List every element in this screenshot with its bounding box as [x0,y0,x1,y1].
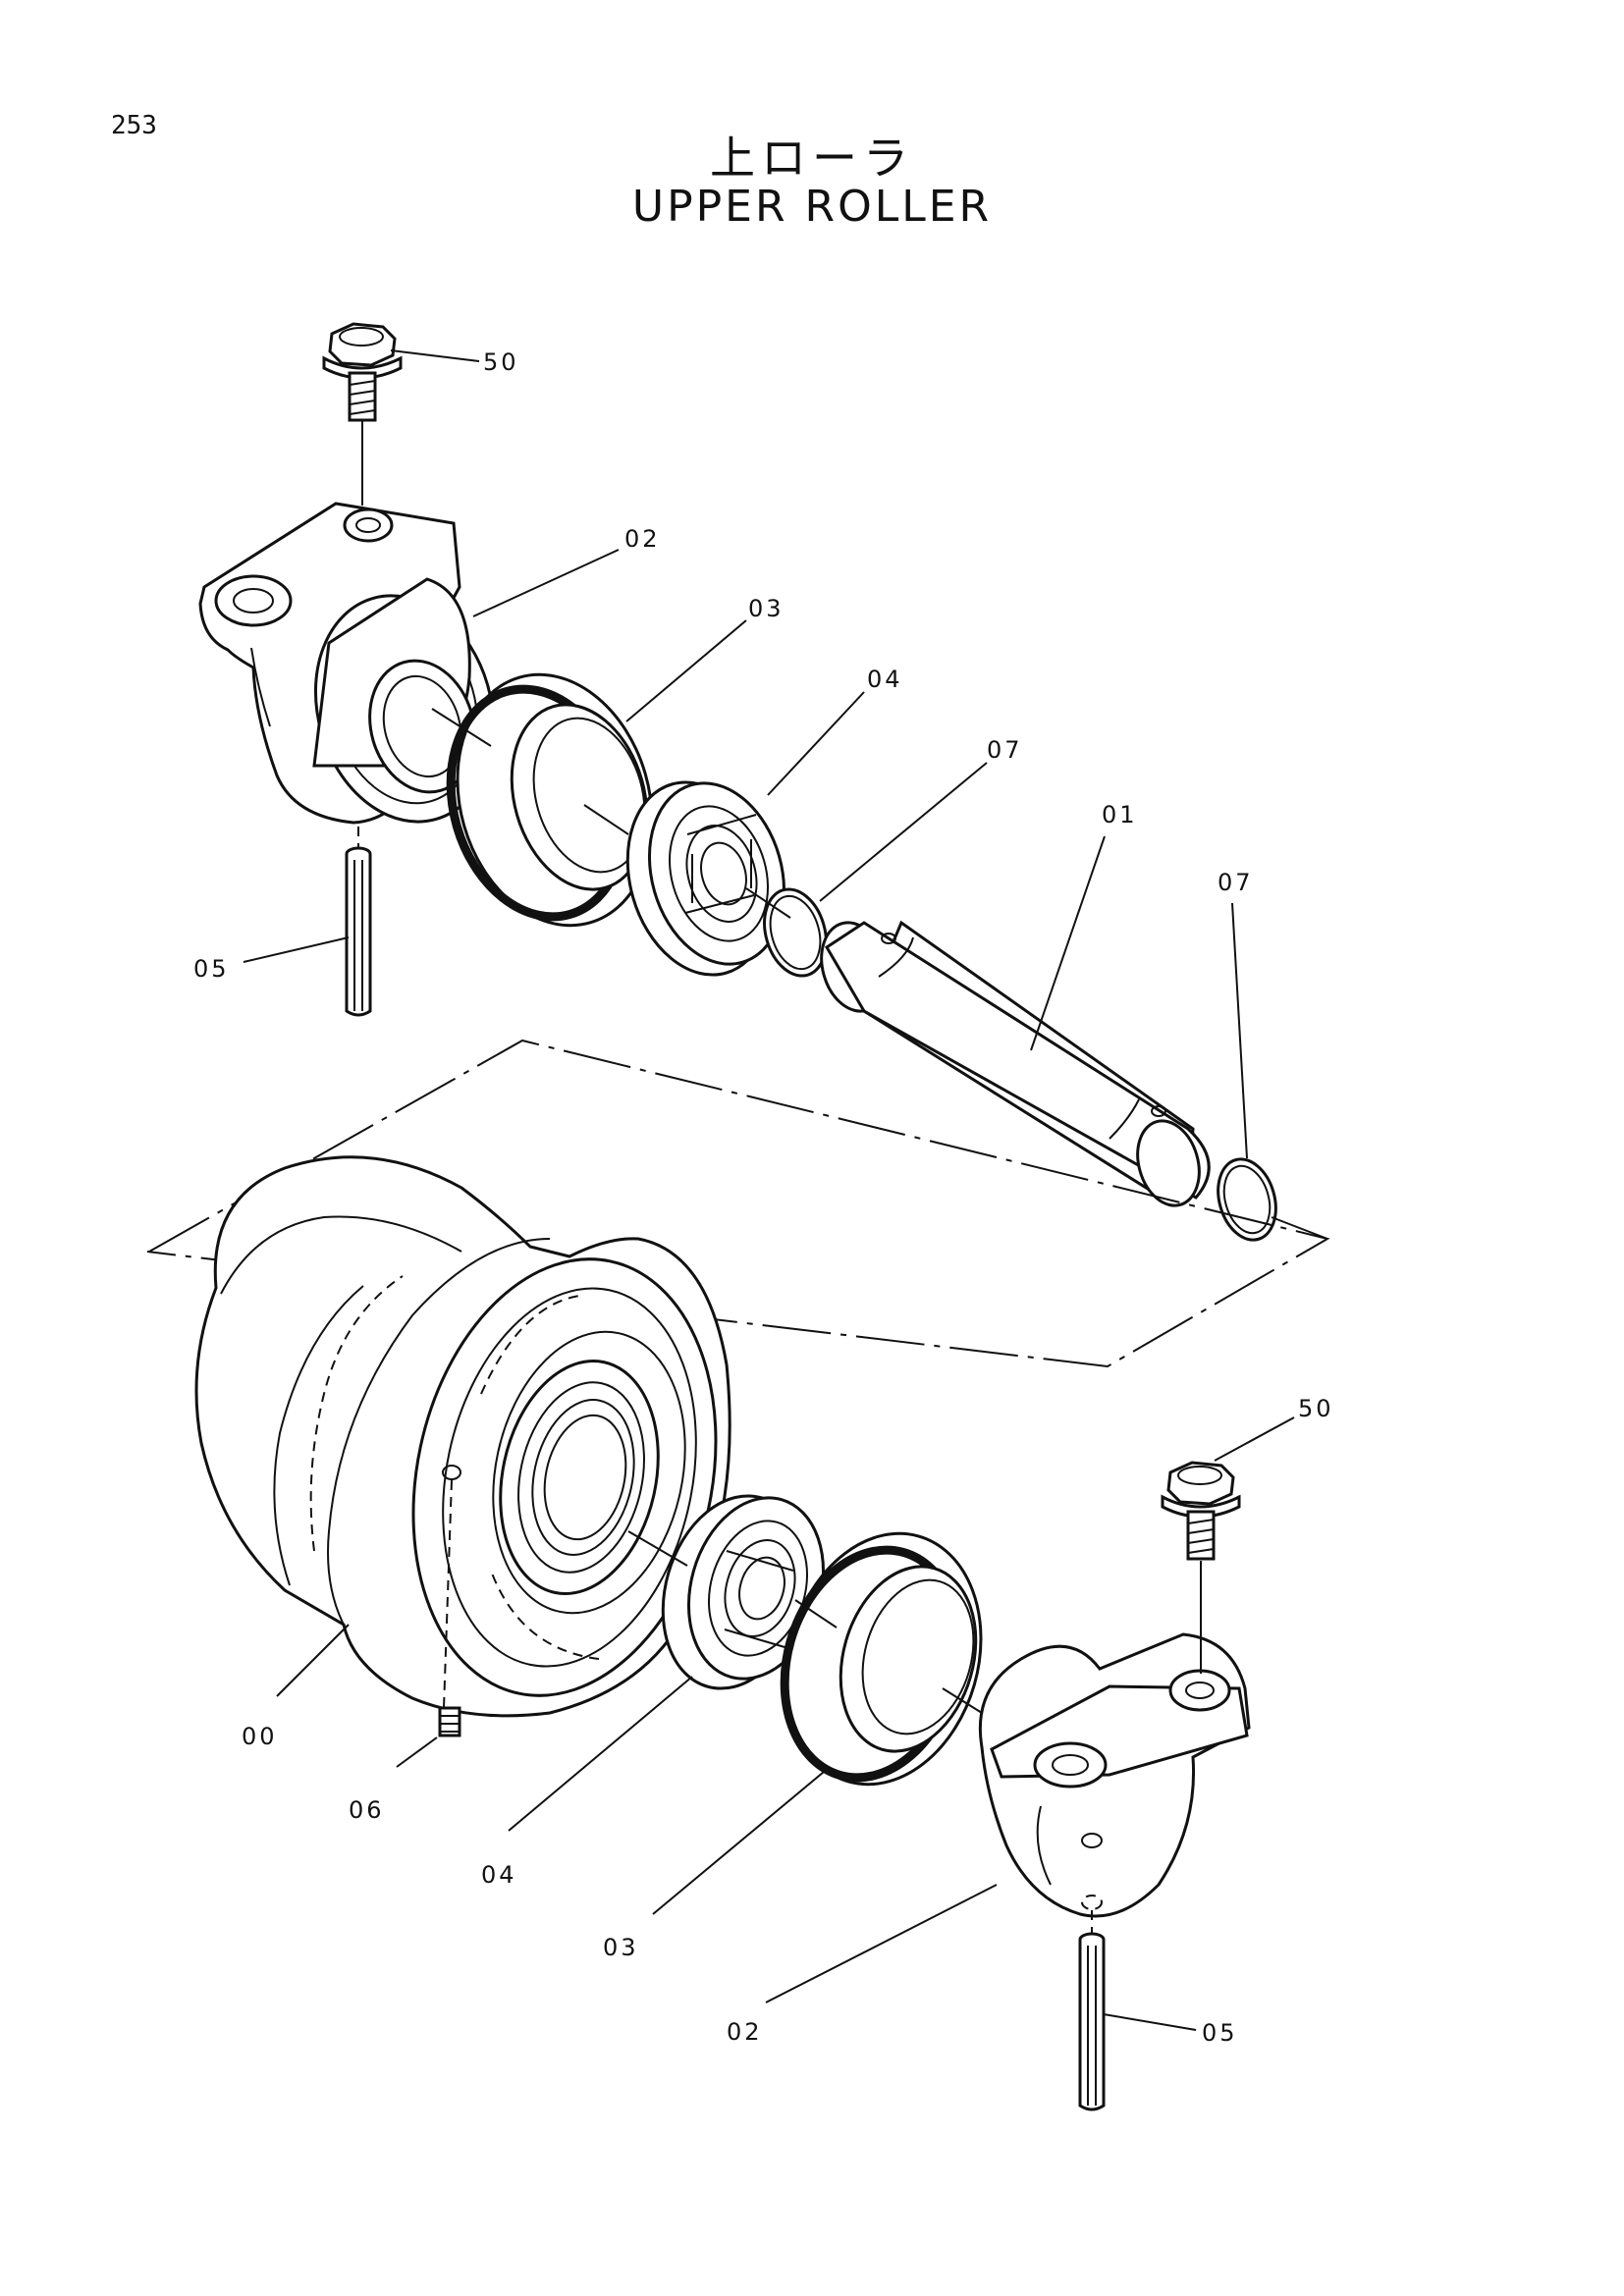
callout-03-lower: 03 [603,1934,639,1961]
page-number: 253 [111,111,157,140]
callout-04-lower: 04 [481,1861,517,1889]
callout-04-upper: 04 [867,666,903,693]
callout-50-lower: 50 [1298,1395,1334,1422]
callout-01: 01 [1102,801,1138,828]
callout-50-top: 50 [483,348,519,376]
callout-03-upper: 03 [748,595,785,622]
callout-05-upper: 05 [193,955,230,983]
bracket-02-upper [198,502,496,825]
bracket-02-lower [942,1632,1251,1918]
callout-05-lower: 05 [1202,2019,1238,2047]
title-english: UPPER ROLLER [631,182,993,232]
seal-03-lower [780,1531,983,1787]
plug-06 [438,1706,461,1737]
callout-00: 00 [242,1723,278,1750]
callout-06: 06 [349,1796,385,1824]
pin-05-lower [1078,1910,1106,2111]
bolt-50-lower [1161,1461,1241,1674]
title-japanese: 上ローラ [710,132,914,185]
roller-00 [194,1155,731,1718]
seal-03-upper [446,672,654,928]
o-ring-07-right [1217,1157,1277,1242]
bolt-50-top [322,322,403,506]
shaft-01 [820,920,1211,1207]
pin-05-upper [345,827,372,1017]
callout-02-lower: 02 [727,2018,763,2046]
callout-leaders [243,349,1295,2031]
installation-plane [146,1039,1330,1368]
callout-labels: 50 02 03 04 07 01 07 05 50 00 06 04 03 0… [193,348,1334,2047]
bearing-04-upper [625,780,786,977]
callout-07-upper: 07 [987,736,1023,764]
assembly-axis-lines [431,708,1328,1240]
callout-07-right: 07 [1218,869,1254,896]
callout-02-upper: 02 [624,525,661,553]
